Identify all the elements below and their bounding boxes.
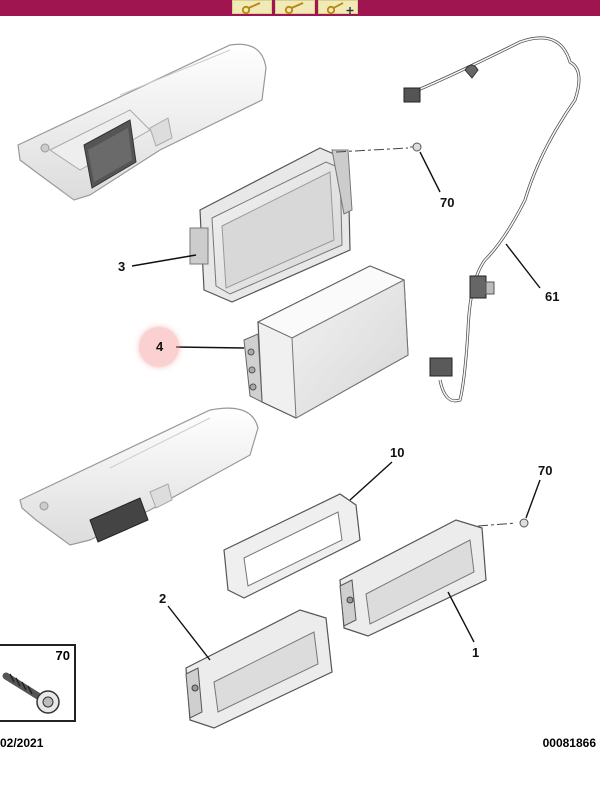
footer-date: 02/2021: [0, 736, 44, 750]
key-icon: [284, 2, 304, 15]
screw-70-top: [410, 142, 422, 152]
key-plus-tool-button[interactable]: [318, 0, 358, 15]
part-3-display: [189, 147, 353, 303]
part-1-display: [339, 519, 487, 637]
leader-70-bottom: [525, 479, 541, 519]
key-icon: [241, 2, 261, 15]
leader-2: [167, 605, 211, 661]
part-2-display: [185, 609, 333, 729]
legend-box: 70: [0, 644, 76, 722]
key-tool-button-1[interactable]: [232, 0, 272, 15]
callout-1[interactable]: 1: [472, 645, 480, 660]
callout-70-bottom[interactable]: 70: [538, 463, 553, 478]
parts-diagram: [17, 36, 581, 729]
part-10-bezel: [223, 493, 361, 599]
dashboard-panel-lower: [19, 407, 259, 546]
leader-61: [505, 243, 541, 289]
leader-70-top: [419, 151, 441, 193]
callout-3[interactable]: 3: [118, 259, 126, 274]
leader-dashed-70-top: [335, 147, 409, 153]
part-61-wiring-harness: [403, 36, 581, 403]
leader-4: [175, 346, 245, 349]
screw-icon: [2, 672, 60, 714]
dashboard-panel-upper: [17, 43, 267, 201]
leader-10: [349, 461, 393, 501]
screw-70-bottom: [519, 518, 529, 528]
callout-10[interactable]: 10: [390, 445, 405, 460]
part-4-module: [243, 265, 409, 419]
leader-dashed-70-bottom: [477, 522, 517, 527]
diagram-code: 00081866: [542, 736, 596, 750]
leader-1: [447, 591, 475, 643]
callout-70-top[interactable]: 70: [440, 195, 455, 210]
leader-3: [131, 254, 197, 267]
callout-2[interactable]: 2: [159, 591, 167, 606]
key-tool-button-2[interactable]: [275, 0, 315, 15]
legend-ref: 70: [55, 648, 70, 663]
callout-4[interactable]: 4: [156, 339, 164, 354]
callout-highlight: [139, 327, 179, 367]
callout-61[interactable]: 61: [545, 289, 560, 304]
key-plus-icon: [326, 2, 354, 15]
